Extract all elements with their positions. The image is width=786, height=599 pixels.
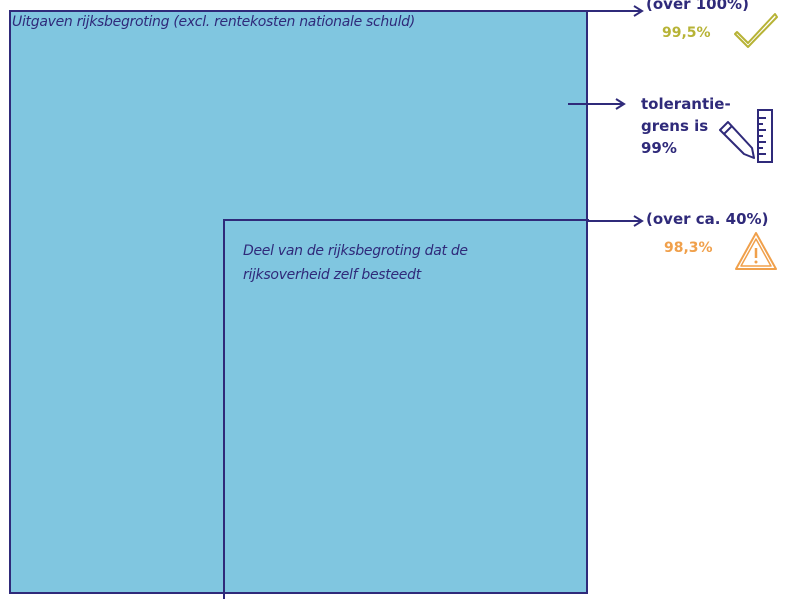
pencil-ruler-icon xyxy=(719,109,773,163)
inner-box-label: Deel van de rijksbegroting dat de rijkso… xyxy=(243,243,468,283)
arrowhead-tolerance xyxy=(615,98,626,110)
warning-icon xyxy=(735,232,777,270)
outer-box-label: Uitgaven rijksbegroting (excl. rentekost… xyxy=(12,14,415,30)
arrowhead-bottom xyxy=(633,215,644,227)
outer-box xyxy=(9,10,588,594)
connector-lines xyxy=(568,5,644,227)
inner-box: Deel van de rijksbegroting dat de rijkso… xyxy=(223,219,589,599)
checkmark-icon xyxy=(734,13,778,48)
annotation-top-value: 99,5% xyxy=(662,25,711,41)
annotation-bottom-heading: (over ca. 40%) xyxy=(646,210,769,228)
annotation-top-heading: (over 100%) xyxy=(646,0,749,13)
annotation-bottom-value: 98,3% xyxy=(664,240,713,256)
tolerance-line1: tolerantie- xyxy=(641,95,731,113)
tolerance-line3: 99% xyxy=(641,139,677,157)
tolerance-line2: grens is xyxy=(641,117,709,135)
arrowhead-top xyxy=(633,5,644,17)
